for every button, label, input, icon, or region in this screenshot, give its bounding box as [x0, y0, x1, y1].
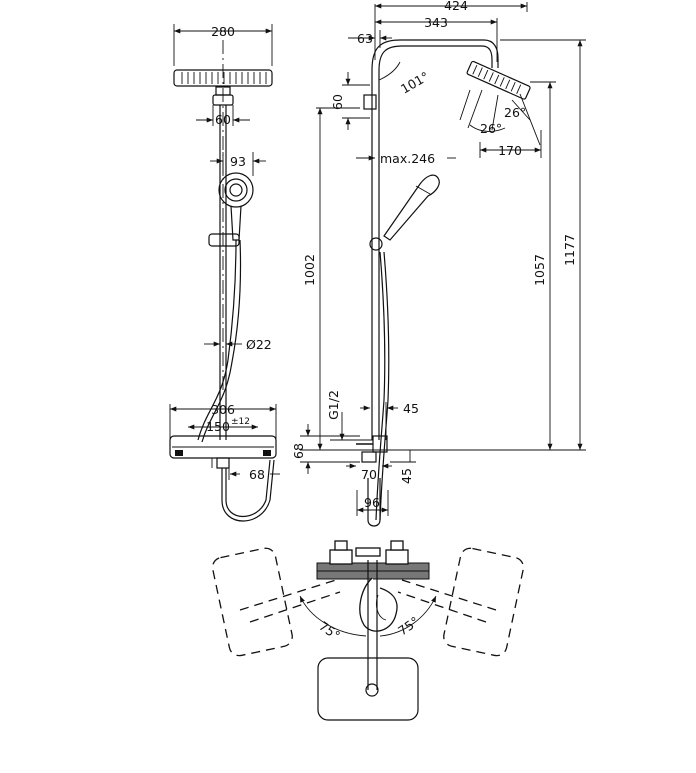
dim-side-total-reach: 424 — [444, 0, 468, 13]
dim-side-spray-angle-b: 26° — [504, 105, 526, 120]
top-head-swivel-right — [443, 547, 525, 657]
dim-top-swivel-right: 75° — [395, 613, 422, 638]
dim-front-inlet-tolerance: ±12 — [231, 417, 250, 427]
front-overhead-nozzles — [181, 72, 267, 84]
dim-side-spout-length: 96 — [364, 495, 380, 510]
top-head-swivel-left — [211, 547, 293, 657]
dim-front-arm-mount: 60 — [215, 112, 231, 127]
dim-front-inlet-spacing: 150 — [206, 419, 230, 434]
dim-side-head-diameter: 170 — [498, 143, 522, 158]
front-hose — [197, 239, 237, 441]
top-knob-right — [385, 549, 409, 565]
front-arm-mount — [212, 94, 234, 106]
dim-side-height-1002: 1002 — [302, 254, 317, 286]
dim-side-height-1057: 1057 — [532, 254, 547, 286]
dim-side-spray-angle-a: 26° — [480, 121, 502, 136]
front-spout — [216, 457, 230, 469]
side-shower-head — [466, 60, 531, 100]
top-view: 75° 75° — [211, 540, 525, 721]
top-handshower — [359, 577, 398, 632]
dim-side-arm-height: 60 — [330, 94, 345, 110]
side-view: 101° 60 424 343 63 — [291, 0, 586, 527]
front-thermostat-knob-right — [263, 450, 271, 456]
dim-side-thermo-offset: 45 — [403, 401, 419, 416]
dim-side-thread: G1/2 — [326, 390, 341, 420]
dim-side-height-1177: 1177 — [562, 234, 577, 266]
top-head-center — [365, 683, 379, 697]
front-handshower-handle — [230, 205, 242, 241]
front-view: 280 60 93 Ø22 306 — [169, 24, 280, 522]
side-handshower — [383, 174, 440, 241]
side-hose — [375, 251, 386, 521]
dim-side-spout-rise: 45 — [399, 468, 414, 484]
front-thermostat-knob-left — [175, 450, 183, 456]
side-slider — [369, 237, 383, 251]
front-slider — [208, 233, 240, 247]
dim-top-swivel-left: 75° — [316, 618, 343, 643]
dim-front-head-width: 280 — [211, 24, 235, 39]
dim-front-rail-diameter: Ø22 — [246, 337, 272, 352]
dim-side-thermo-height: 68 — [291, 443, 306, 459]
side-wall-bracket — [363, 94, 377, 110]
dim-front-spout: 68 — [249, 467, 265, 482]
dim-side-arm-angle: 101° — [398, 69, 432, 97]
front-lower-hose — [221, 459, 275, 522]
dim-side-spout-depth: 70 — [361, 467, 377, 482]
dim-side-arm-reach: 343 — [424, 15, 448, 30]
side-spout — [361, 451, 377, 463]
dim-front-thermostat-width: 306 — [211, 402, 235, 417]
dim-front-handshower: 93 — [230, 154, 246, 169]
top-overhead-shower — [317, 657, 419, 721]
top-knob-left — [329, 549, 353, 565]
side-overhead-arm — [371, 39, 499, 71]
dim-side-handshower-max: max.246 — [380, 151, 435, 166]
dim-side-wall-offset: 63 — [357, 31, 373, 46]
top-center-cap — [355, 547, 381, 557]
side-spout-outlet — [367, 478, 381, 527]
front-handshower-head — [218, 172, 254, 208]
